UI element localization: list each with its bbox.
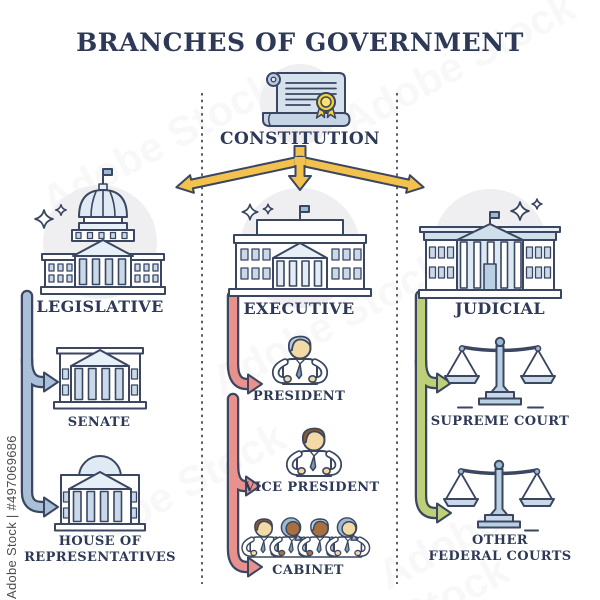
- legislative-label: LEGISLATIVE: [36, 297, 164, 316]
- constitution-label: CONSTITUTION: [220, 129, 380, 149]
- other-federal-courts-label: OTHER FEDERAL COURTS: [428, 533, 571, 566]
- house-of-representatives-label: HOUSE OF REPRESENTATIVES: [24, 534, 176, 567]
- other-federal-courts-scales-icon: [442, 459, 556, 530]
- sparkle-icon: [531, 198, 543, 210]
- capitol-building-icon: [40, 168, 166, 295]
- house-of-representatives-building-icon: [54, 455, 146, 532]
- vice-president-label: VICE PRESIDENT: [244, 480, 380, 495]
- president-label: PRESIDENT: [252, 389, 346, 404]
- page-title: BRANCHES OF GOVERNMENT: [76, 28, 524, 57]
- label-line: REPRESENTATIVES: [24, 550, 176, 566]
- label-line: OTHER: [472, 533, 528, 548]
- executive-label: EXECUTIVE: [243, 299, 355, 318]
- senate-building-icon: [53, 347, 147, 410]
- supreme-court-scales-icon: [443, 336, 557, 407]
- label-line: FEDERAL COURTS: [428, 549, 572, 565]
- executive-flow-arrow: [226, 289, 263, 578]
- vice-president-person-icon: [290, 429, 339, 477]
- label-line: HOUSE OF: [58, 534, 142, 549]
- supreme-court-label: SUPREME COURT: [430, 414, 570, 429]
- judicial-label: JUDICIAL: [455, 299, 545, 318]
- constitution-scroll-icon: [262, 72, 351, 127]
- column-dividers: [201, 93, 398, 584]
- cabinet-label: CABINET: [272, 563, 344, 578]
- senate-label: SENATE: [67, 415, 131, 430]
- watermark-side-label: Adobe Stock | #497069686: [4, 435, 19, 599]
- cabinet-people-icon: [244, 518, 367, 557]
- judicial-flow-arrow: [414, 289, 452, 524]
- president-person-icon: [276, 337, 325, 385]
- courthouse-building-icon: [418, 211, 562, 299]
- white-house-building-icon: [228, 205, 372, 297]
- constitution-split-arrow: [175, 145, 425, 194]
- legislative-flow-arrow: [20, 289, 59, 518]
- cabinet-member-icon: [328, 518, 367, 557]
